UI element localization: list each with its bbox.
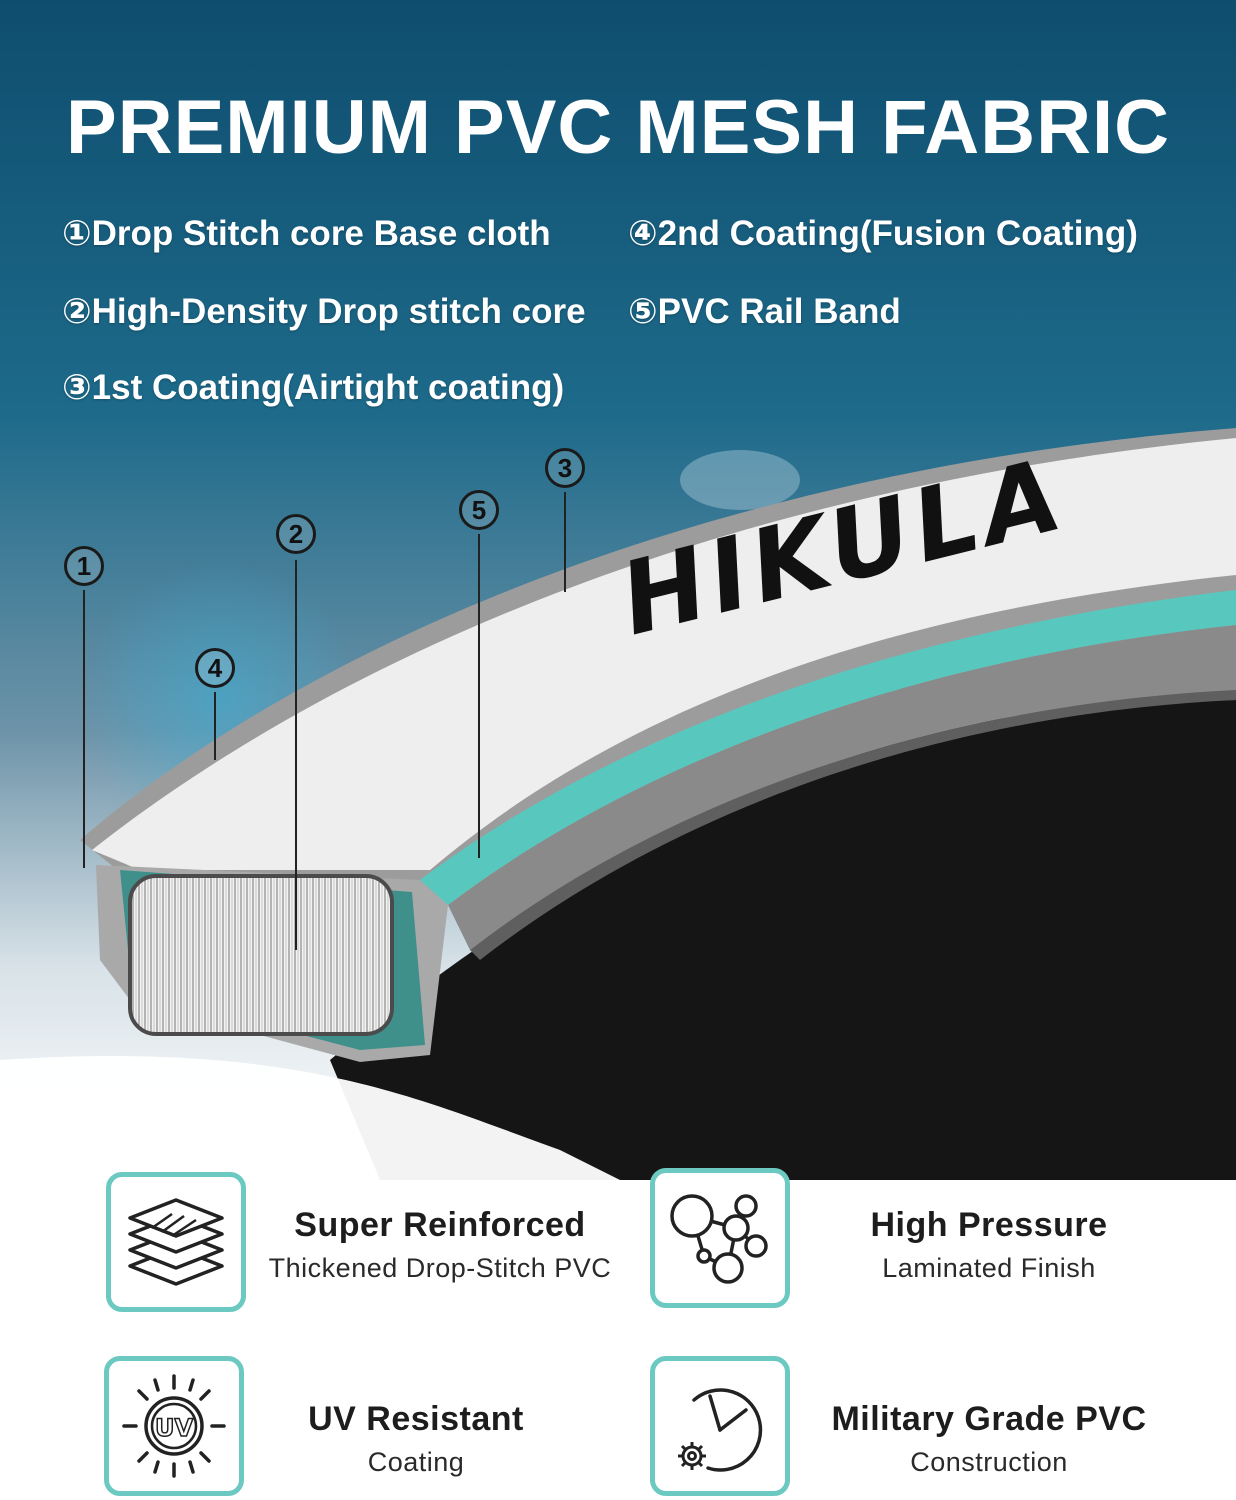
feature-icon-box-military [650, 1356, 790, 1496]
feature-title: UV Resistant [308, 1400, 524, 1438]
board-cross-section-illustration: HIKULA [0, 0, 1236, 1180]
legend-item-base-cloth: ①Drop Stitch core Base cloth [62, 214, 551, 253]
gauge-gear-icon [678, 1388, 763, 1472]
uv-sun-icon: UV [122, 1374, 226, 1478]
callout-2: 2 [276, 514, 316, 554]
feature-subtitle: Laminated Finish [882, 1253, 1096, 1283]
feature-icon-box-reinforced [106, 1172, 246, 1312]
feature-title: Military Grade PVC [831, 1400, 1147, 1438]
legend-item-drop-stitch-core: ②High-Density Drop stitch core [62, 292, 586, 331]
callout-1: 1 [64, 546, 104, 586]
feature-reinforced: Super Reinforced Thickened Drop-Stitch P… [262, 1206, 618, 1284]
callout-4: 4 [195, 648, 235, 688]
feature-title: High Pressure [870, 1206, 1108, 1244]
callout-3: 3 [545, 448, 585, 488]
feature-military: Military Grade PVC Construction [820, 1400, 1158, 1478]
uv-icon-text: UV [155, 1414, 193, 1442]
legend-item-second-coating: ④2nd Coating(Fusion Coating) [628, 214, 1138, 253]
feature-title: Super Reinforced [294, 1206, 586, 1244]
board-white-rail [92, 438, 1236, 870]
page-title: PREMIUM PVC MESH FABRIC [66, 85, 1170, 170]
hero-section: HIKULA PREMIUM PVC MESH FABRIC ①Drop Sti… [0, 0, 1236, 1180]
feature-subtitle: Coating [367, 1447, 465, 1477]
feature-pressure: High Pressure Laminated Finish [820, 1206, 1158, 1284]
feature-uv: UV Resistant Coating [246, 1400, 586, 1478]
legend-item-first-coating: ③1st Coating(Airtight coating) [62, 368, 565, 407]
callout-5: 5 [459, 490, 499, 530]
feature-icon-box-pressure [650, 1168, 790, 1308]
layers-icon [128, 1198, 224, 1286]
board-black-deck [330, 690, 1236, 1180]
feature-subtitle: Thickened Drop-Stitch PVC [268, 1253, 612, 1283]
legend-item-rail-band: ⑤PVC Rail Band [628, 292, 901, 331]
pvc-rail-band [420, 590, 1236, 905]
feature-subtitle: Construction [910, 1447, 1068, 1477]
molecule-icon [670, 1194, 768, 1284]
drop-stitch-core [128, 874, 394, 1036]
feature-icon-box-uv: UV [104, 1356, 244, 1496]
